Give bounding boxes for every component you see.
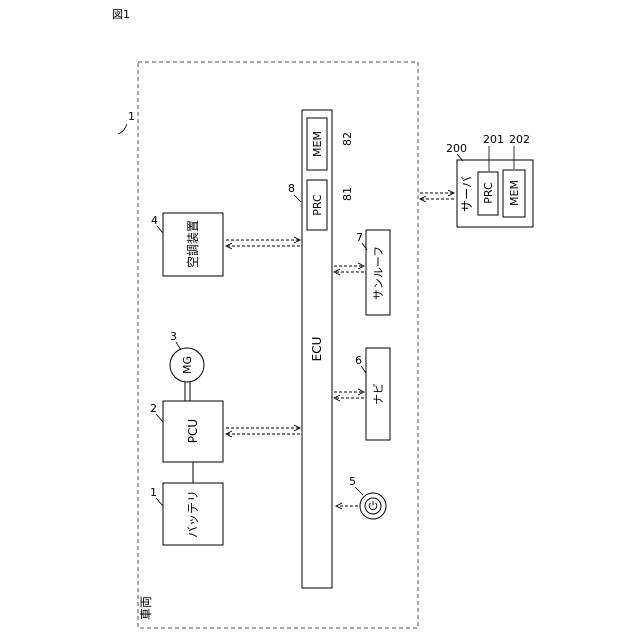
pcu-label: PCU (186, 419, 200, 443)
mg-ref: 3 (170, 330, 177, 343)
navi-ref-leader (361, 366, 366, 373)
ecu-label: ECU (310, 337, 324, 362)
ecu-mem-ref: 82 (341, 132, 354, 146)
sunroof-ref: 7 (356, 231, 363, 244)
button-ref: 5 (349, 475, 356, 488)
figure-label: 図1 (112, 8, 130, 21)
pcu-ref: 2 (150, 402, 157, 415)
navi-ref: 6 (355, 354, 362, 367)
mg-label: MG (181, 356, 194, 374)
server-prc-ref: 201 (483, 133, 504, 146)
navi-label: ナビ (372, 383, 385, 405)
ecu-prc-ref: 81 (341, 187, 354, 201)
aircon-ref-leader (157, 226, 163, 233)
ecu-ref-leader (294, 195, 301, 202)
ecu-prc-label: PRC (311, 194, 324, 216)
vehicle-ref: 1 (128, 110, 135, 123)
sunroof-label: サンルーフ (372, 246, 385, 300)
server-mem-ref: 202 (509, 133, 530, 146)
vehicle-ref-leader (118, 124, 127, 134)
battery-ref: 1 (150, 486, 157, 499)
button-inner-ring (365, 498, 381, 514)
battery-label: バッテリ (186, 490, 200, 538)
server-label: サーバ (460, 176, 474, 212)
vehicle-label: 車両 (139, 596, 153, 620)
server-mem-label: MEM (508, 180, 521, 206)
server-prc-label: PRC (482, 182, 495, 204)
button-ref-leader (355, 487, 363, 495)
ecu-ref: 8 (288, 182, 295, 195)
server-ref: 200 (446, 142, 467, 155)
ecu-mem-label: MEM (311, 131, 324, 157)
aircon-label: 空調装置 (186, 220, 200, 268)
mg-ref-leader (176, 342, 181, 350)
aircon-ref: 4 (151, 214, 158, 227)
battery-ref-leader (156, 498, 163, 506)
pcu-ref-leader (156, 414, 163, 422)
